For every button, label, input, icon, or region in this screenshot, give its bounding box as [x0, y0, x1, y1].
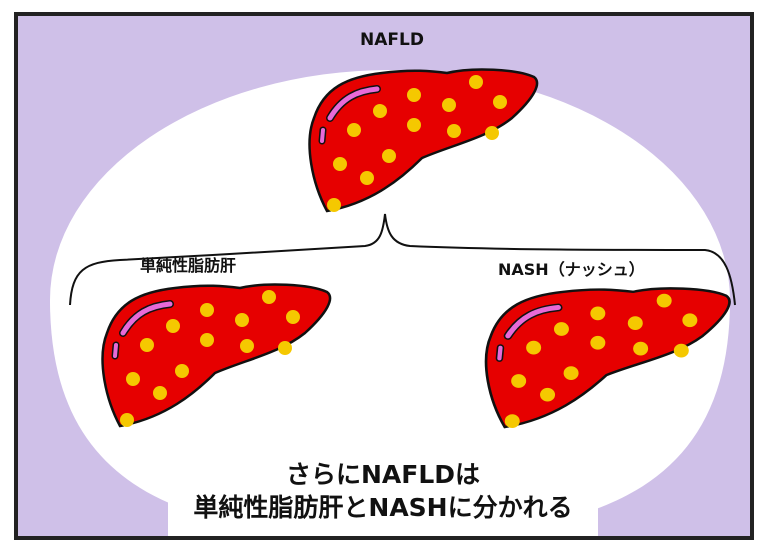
branch-brace: [69, 213, 736, 306]
caption: さらにNAFLDは 単純性脂肪肝とNASHに分かれる: [168, 458, 598, 524]
nafld-label: NAFLD: [360, 30, 424, 50]
nash-label: NASH（ナッシュ）: [498, 260, 645, 279]
caption-line-1: さらにNAFLDは: [285, 460, 481, 489]
caption-line-2: 単純性脂肪肝とNASHに分かれる: [193, 493, 573, 522]
panel-border: [14, 12, 754, 540]
simple-steatosis-label: 単純性脂肪肝: [140, 256, 237, 275]
